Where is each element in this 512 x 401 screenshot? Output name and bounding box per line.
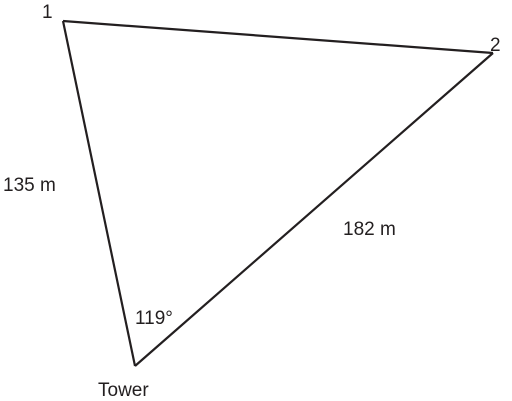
vertex-label-tower: Tower <box>98 380 149 401</box>
vertex-label-2: 2 <box>490 35 501 56</box>
vertex-label-1: 1 <box>42 2 53 23</box>
side-tower-to-1 <box>61 20 137 367</box>
side-length-135: 135 m <box>3 175 56 196</box>
side-1-to-2 <box>62 19 494 55</box>
side-tower-to-2 <box>134 52 494 367</box>
side-length-182: 182 m <box>343 219 396 240</box>
angle-label-tower: 119° <box>135 308 173 329</box>
